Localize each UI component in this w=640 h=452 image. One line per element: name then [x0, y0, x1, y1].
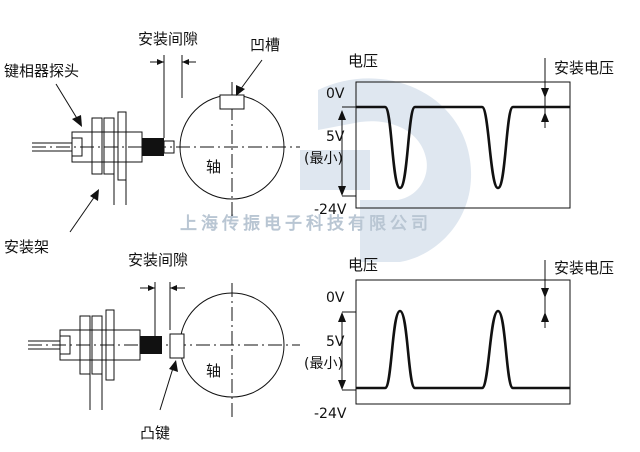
bottom-probe-thread	[140, 336, 162, 354]
bottom-install-voltage-label: 安装电压	[554, 259, 614, 277]
top-sensor-diagram: 安装间隙 轴 凹槽 键相器探头 安装架	[4, 30, 300, 256]
bottom-5v-arrowhead-up	[338, 312, 346, 322]
top-5v-arrowhead-up	[338, 110, 346, 120]
top-probe-tip	[163, 140, 175, 154]
top-notch	[219, 94, 245, 110]
top-waveform-signal	[356, 105, 570, 190]
bottom-waveform-frame	[355, 279, 571, 405]
top-notch-label: 凹槽	[250, 36, 280, 54]
top-probe-thread	[142, 138, 164, 156]
top-sensor-label: 键相器探头	[4, 62, 79, 80]
top-shaft-label: 轴	[206, 158, 221, 176]
top-gap-label: 安装间隙	[138, 30, 198, 48]
bottom-waveform-title: 电压	[348, 256, 378, 274]
top-install-voltage-label: 安装电压	[554, 59, 614, 77]
watermark-logo-shape	[318, 78, 472, 262]
watermark-logo-bar	[300, 150, 370, 190]
bottom-waveform-panel: 电压 安装电压 0V 5V (最小) -24V	[304, 256, 614, 422]
bottom-gap-label: 安装间隙	[128, 251, 188, 269]
top-zero-label: 0V	[326, 86, 345, 102]
bottom-key-arrowhead	[169, 360, 178, 372]
top-waveform-title: 电压	[348, 52, 378, 70]
bottom-nut-right	[91, 315, 103, 375]
top-bottom-label: -24V	[314, 202, 347, 218]
bottom-install-arrowhead-up	[541, 312, 549, 322]
top-install-arrowhead-down	[541, 88, 549, 98]
bottom-install-arrowhead-down	[541, 288, 549, 298]
top-sensor-arrowhead	[72, 115, 82, 127]
top-bracket-leader	[69, 195, 96, 233]
top-bracket-arrowhead	[90, 189, 99, 201]
bottom-gap-arrowhead-right	[170, 285, 177, 291]
bottom-key	[169, 333, 185, 359]
bottom-min-label: (最小)	[304, 356, 343, 372]
top-nut-left	[91, 117, 103, 175]
bottom-waveform-signal	[356, 309, 570, 390]
top-gap-arrowhead-left	[157, 59, 164, 65]
bottom-sensor-diagram: 安装间隙 轴 凸键	[28, 251, 300, 442]
top-notch-leader	[239, 59, 263, 91]
top-install-arrowhead-up	[541, 112, 549, 122]
top-notch-arrowhead	[236, 85, 245, 96]
bottom-gap-arrowhead-left	[148, 285, 155, 291]
bottom-bracket-plate	[105, 309, 115, 381]
watermark-company-text: 上海传振电子科技有限公司	[180, 213, 432, 234]
bottom-key-leader	[159, 367, 174, 411]
bottom-zero-label: 0V	[326, 290, 345, 306]
top-waveform-panel: 电压 安装电压 0V 5V (最小) -24V	[304, 52, 614, 218]
top-nut-right	[103, 117, 115, 175]
bottom-key-label: 凸键	[140, 424, 170, 442]
watermark-logo	[300, 78, 472, 262]
bottom-bottom-label: -24V	[314, 406, 347, 422]
top-level-label: 5V	[326, 129, 345, 145]
bottom-shaft-label: 轴	[206, 362, 221, 380]
top-waveform-frame	[355, 81, 571, 209]
bottom-5v-arrowhead-down	[338, 380, 346, 390]
top-bracket-plate	[117, 111, 127, 181]
top-bracket-label: 安装架	[4, 238, 49, 256]
top-5v-arrowhead-down	[338, 186, 346, 196]
bottom-probe-cap	[59, 335, 71, 355]
bottom-nut-left	[79, 315, 91, 375]
bottom-level-label: 5V	[326, 334, 345, 350]
top-gap-arrowhead-right	[182, 59, 189, 65]
top-min-label: (最小)	[304, 151, 343, 167]
top-sensor-leader	[55, 83, 79, 121]
top-probe-cap	[71, 137, 83, 157]
